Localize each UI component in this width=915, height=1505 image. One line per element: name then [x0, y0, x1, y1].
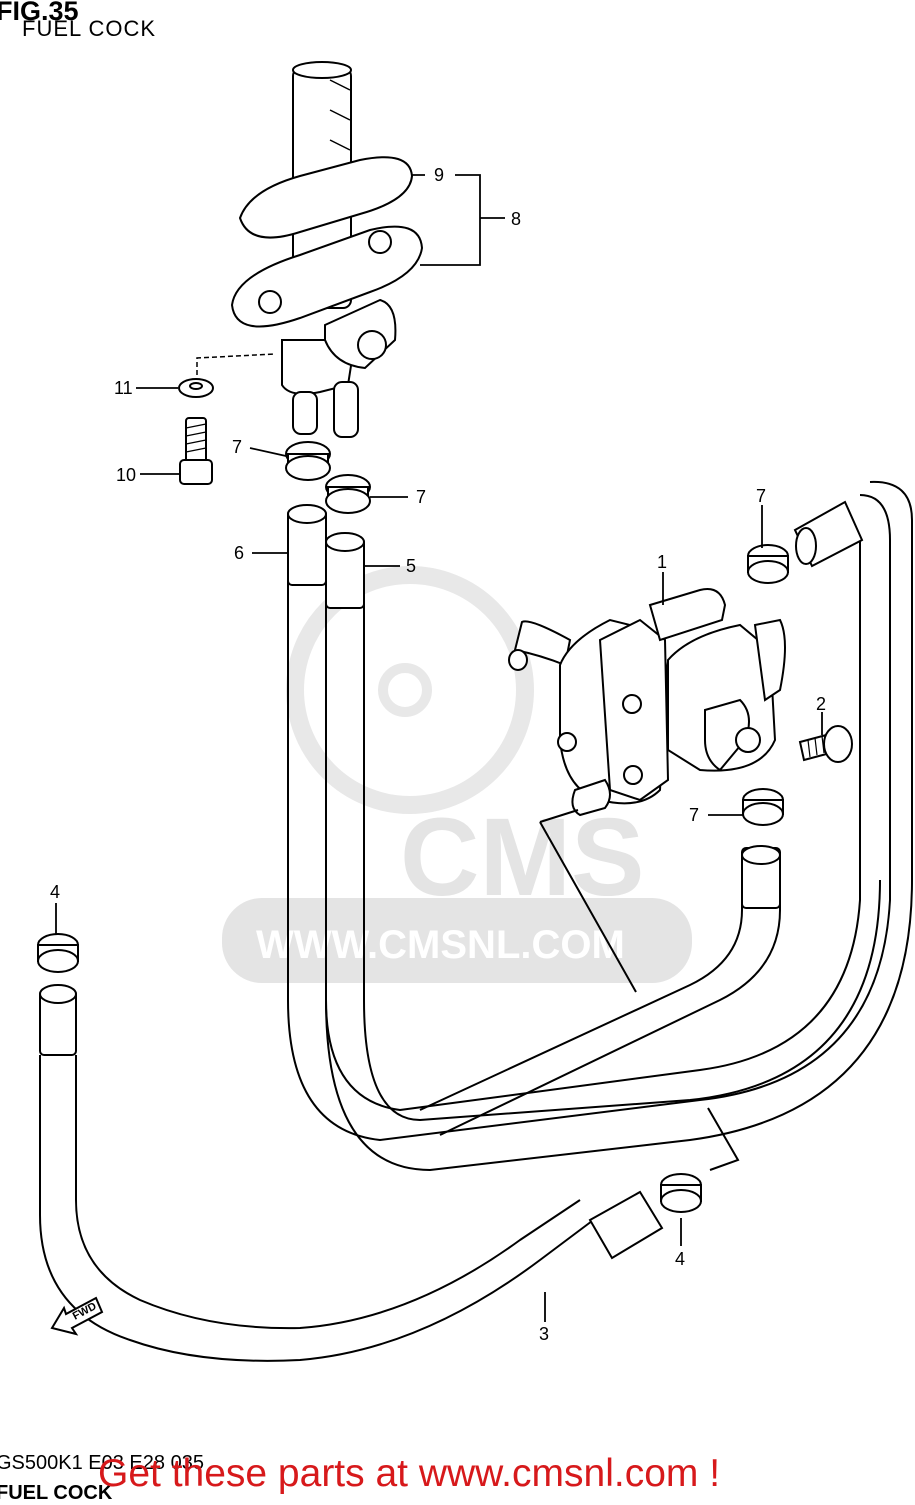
pump-vacuum-fitting — [704, 698, 750, 772]
clamp-7-upper-right — [325, 474, 371, 514]
lower-hose-leader — [707, 1107, 740, 1171]
pump-screw-c — [557, 732, 577, 752]
hose-6 — [287, 494, 891, 1141]
strainer-mesh — [329, 79, 351, 211]
washer-leader — [196, 353, 276, 375]
callout-6: 6 — [234, 543, 244, 563]
cms-watermark: WWW.CMSNL.COM CMS — [222, 566, 692, 983]
callout-7-c: 7 — [756, 486, 766, 506]
bolt-10 — [179, 417, 213, 485]
hose-end-pump-mouth — [741, 845, 781, 865]
callout-7-b: 7 — [416, 487, 426, 507]
forward-arrow-shape — [50, 1296, 104, 1336]
fuel-cock-assembly — [230, 61, 424, 438]
callout-2: 2 — [816, 694, 826, 714]
callout-labels: 1 2 3 4 4 5 6 7 7 7 7 8 9 10 11 — [50, 165, 826, 1344]
clamp-7-right — [747, 544, 789, 584]
hose-5 — [325, 480, 913, 1171]
callout-4-lower: 4 — [675, 1249, 685, 1269]
callout-3: 3 — [539, 1324, 549, 1344]
fuel-pump-1 — [508, 588, 786, 817]
callout-8: 8 — [511, 209, 521, 229]
pump-inlet-nozzle — [508, 649, 528, 671]
pump-outlet-hose — [419, 855, 781, 1136]
clamps — [37, 441, 789, 1213]
pump-screw-a — [622, 694, 642, 714]
figure-subtitle: FUEL COCK — [22, 16, 157, 41]
clamp-7-lower — [742, 788, 784, 826]
hose-ends — [39, 500, 864, 1260]
watermark-brand: CMS — [400, 796, 644, 919]
gasket-9 — [238, 156, 414, 239]
callout-1: 1 — [657, 552, 667, 572]
flange-hole-right — [368, 230, 392, 254]
callout-leaders — [55, 174, 823, 1322]
pump-outlet-leader — [539, 809, 637, 993]
figure-title: FIG.35 — [0, 0, 79, 26]
clamp-4-left — [37, 933, 79, 973]
pump-top-outlet — [648, 588, 727, 642]
watermark-banner — [222, 898, 692, 983]
outlet-nipple-right — [333, 381, 359, 438]
pump-screw-b — [623, 765, 643, 785]
bolt-2 — [798, 725, 853, 763]
watermark-mascot-head — [286, 566, 534, 814]
flange-hole-left — [258, 290, 282, 314]
washer-11 — [178, 378, 214, 398]
valve-lever-knob — [357, 330, 387, 360]
hose-end-6-mouth — [287, 504, 327, 524]
hose-end-lower — [588, 1190, 664, 1260]
hose-3 — [39, 1055, 601, 1362]
clamp-4-right — [660, 1173, 702, 1213]
hose-end-3-mouth — [39, 984, 77, 1004]
clamp-7-upper-left — [285, 441, 331, 481]
figure-code: GS500K1 E03 E28 035 — [0, 1452, 204, 1474]
fuel-strainer-top — [292, 61, 352, 79]
figure-code-2: FUEL COCK — [0, 1482, 113, 1504]
callout-7-d: 7 — [689, 805, 699, 825]
forward-arrow: FWD — [50, 1296, 104, 1336]
pump-knob — [735, 727, 761, 753]
outlet-nipple-left — [292, 391, 318, 435]
callout-7-a: 7 — [232, 437, 242, 457]
callout-11: 11 — [114, 378, 133, 398]
watermark-mascot-eye — [378, 663, 432, 717]
hose-end-5-mouth — [325, 532, 365, 552]
callout-5: 5 — [406, 556, 416, 576]
hose-end-right-mouth — [795, 527, 817, 565]
callout-10: 10 — [116, 465, 136, 485]
promo-link[interactable]: Get these parts at www.cmsnl.com ! — [98, 1452, 721, 1495]
pump-bottom-pipe — [571, 778, 611, 817]
watermark-url: WWW.CMSNL.COM — [256, 923, 625, 967]
callout-9: 9 — [434, 165, 444, 185]
pump-right-outlet — [753, 618, 786, 702]
callout-4-upper: 4 — [50, 882, 60, 902]
